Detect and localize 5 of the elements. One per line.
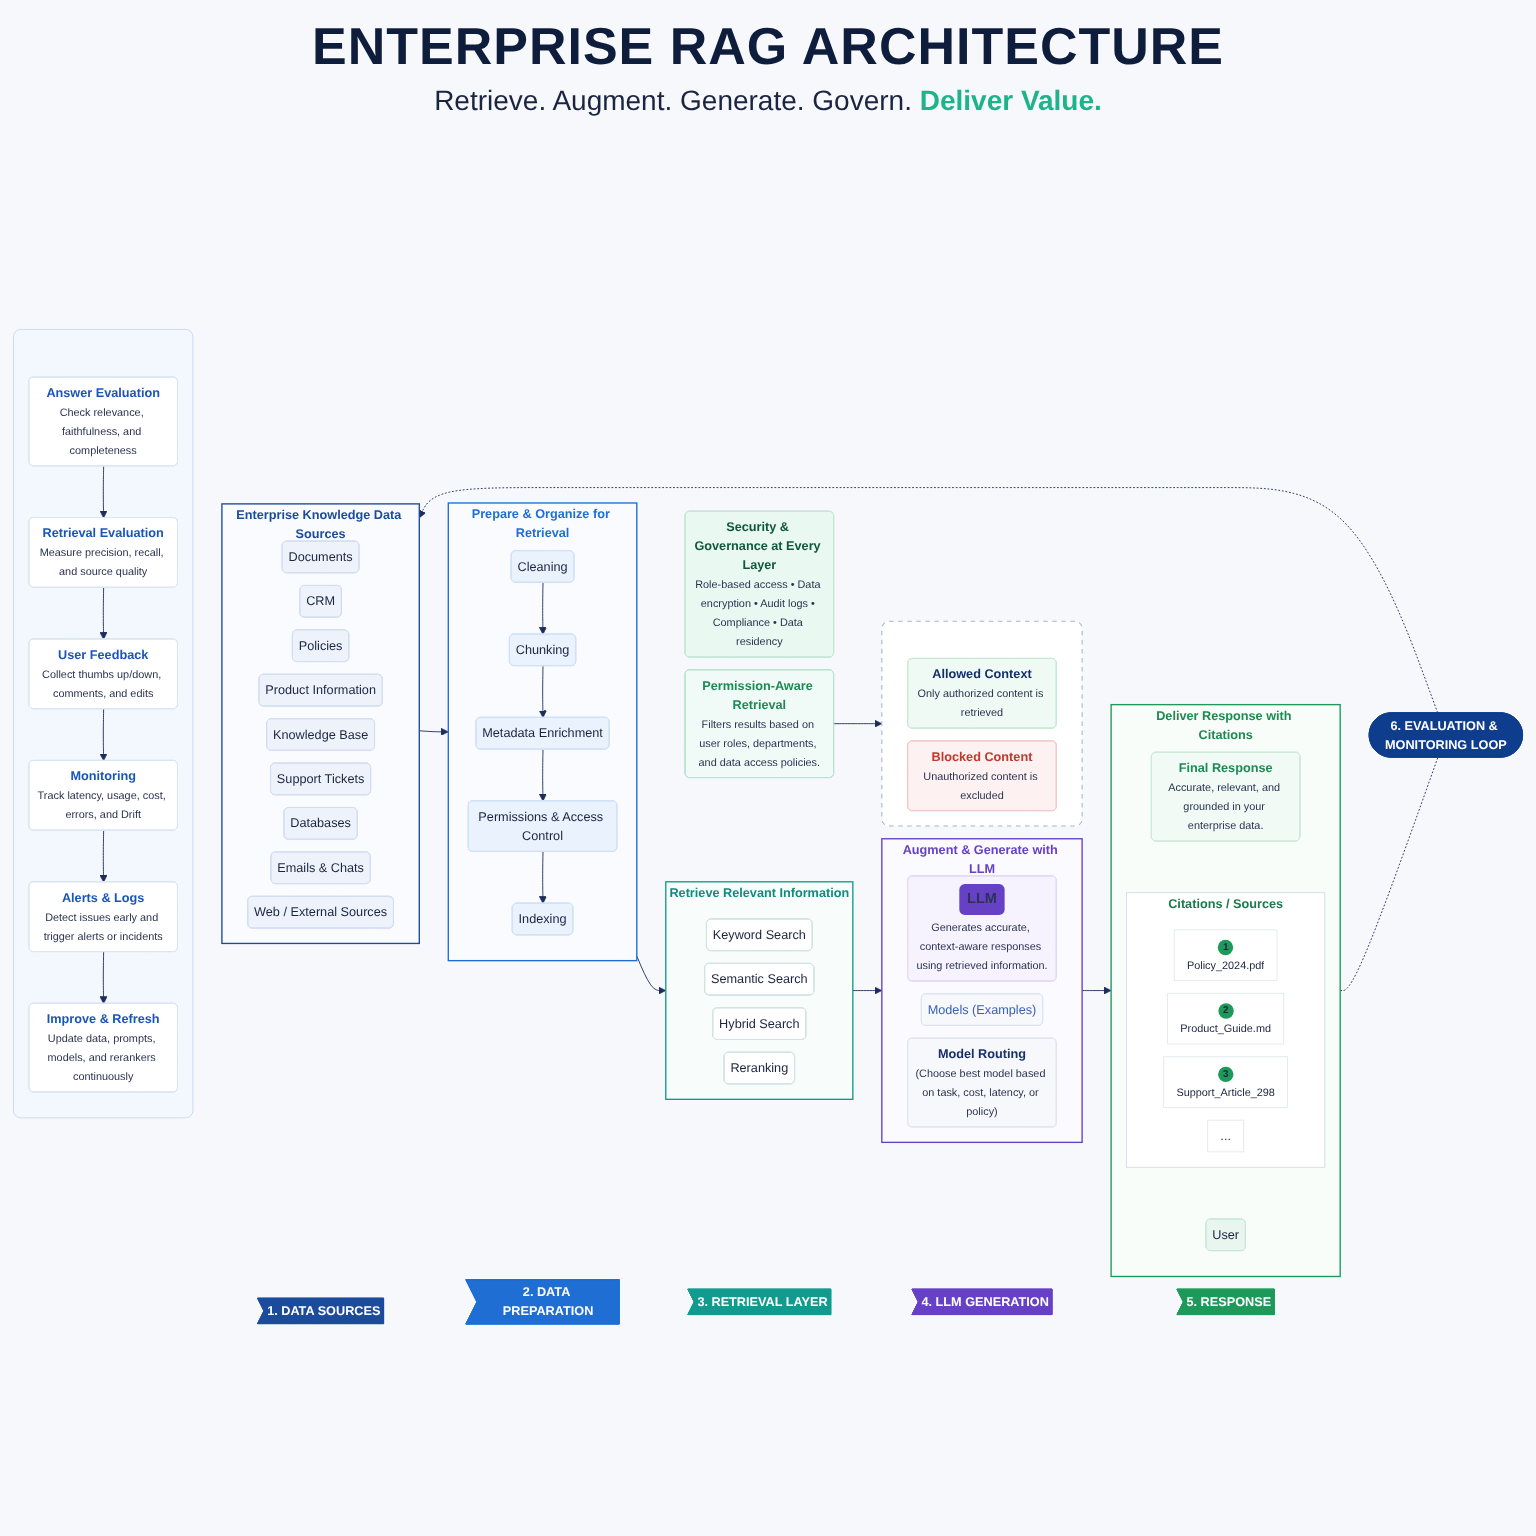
cluster — [13, 328, 194, 1118]
connector — [1339, 756, 1439, 991]
cluster — [881, 619, 1083, 826]
title: ENTERPRISE RAG ARCHITECTURE — [311, 16, 1224, 78]
subtitle: Retrieve. Augment. Generate. Govern. Deliver Value. — [434, 84, 1102, 116]
